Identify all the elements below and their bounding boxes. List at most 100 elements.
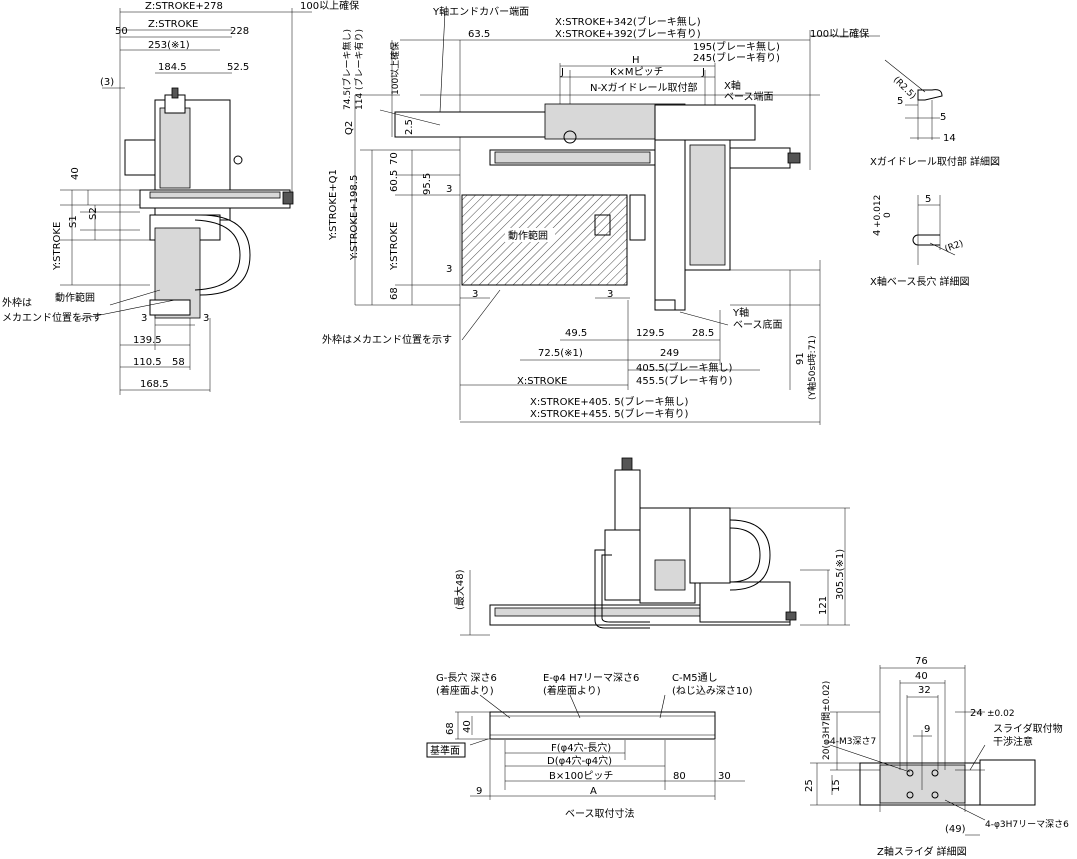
dim-28-5: 28.5 [692,328,714,339]
dim-z-stroke: Z:STROKE [148,19,198,30]
dim-x-stroke-342: X:STROKE+342(ブレーキ無し) [555,15,701,28]
dim-j-left: J [560,67,564,78]
dim-clearance-a: 100以上確保 [300,0,359,12]
caption-x-base-slot-detail: X軸ベース長穴 詳細図 [870,275,970,288]
dim-228: 228 [230,26,249,37]
dim-49-b: (49) [945,824,966,835]
dim-9-c: 9 [924,724,930,735]
dim-74-5: 74.5(ブレーキ無し) [341,29,353,110]
dim-184-5: 184.5 [158,62,187,73]
dim-70: 70 [389,152,400,165]
front-view: (最大48) 121 305.5(※1) [453,457,850,636]
dim-455-5: 455.5(ブレーキ有り) [636,374,733,387]
note-slider-1: スライダ取付物 [993,722,1063,735]
dim-168-5: 168.5 [140,379,169,390]
note-slider-2: 干渉注意 [993,735,1033,748]
dim-110-5: 110.5 [133,357,162,368]
dim-phi3h7: 20(φ3H7間±0.02) [821,681,832,760]
center-top-view [354,11,880,425]
dim-y-stroke-left: Y:STROKE [52,222,63,271]
dim-14: 14 [943,133,956,144]
dim-3-f: 3 [607,289,613,300]
note-m3: 4-M3深さ7 [830,736,876,747]
x-base-slot-detail: +0.012 0 4 5 (R2) X軸ベース長穴 詳細図 [870,194,970,288]
note-c-m5-1: C-M5通し [672,672,718,684]
dim-max48: (最大48) [453,569,466,610]
dim-2-5: 2.5 [404,119,415,135]
dim-clearance-c: 100以上確保 [389,42,401,95]
dim-r2: (R2) [944,239,965,255]
dim-q2: Q2 [344,121,355,135]
dim-40-b: 40 [462,720,473,733]
dim-a: A [590,786,597,797]
note-n-guide: N-Xガイドレール取付部 [590,81,697,94]
dim-h: H [632,55,640,66]
dim-clearance-b: 100以上確保 [810,27,869,40]
dim-58: 58 [172,357,185,368]
dim-3-a: 3 [141,313,147,324]
dim-3-e: 3 [472,289,478,300]
tol-plus: +0.012 [873,195,883,228]
caption-base-mount: ベース取付寸法 [565,807,635,820]
note-motion-range-center: 動作範囲 [508,229,548,242]
note-reference-face: 基準面 [430,744,460,757]
note-base-bottom: ベース底面 [733,318,783,331]
dim-kxm: K×Mピッチ [610,66,664,78]
note-e-hole-1: E-φ4 H7リーマ深さ6 [543,672,639,684]
dim-60-5: 60.5 [389,170,400,192]
dim-3-b: 3 [203,313,209,324]
dim-63-5: 63.5 [468,29,490,40]
dim-121: 121 [818,596,829,615]
dim-40-left: 40 [70,167,81,180]
reference-face-box [426,742,466,758]
note-base-end: ベース端面 [724,90,774,103]
dim-9-b: 9 [476,786,482,797]
note-y-axis: Y軸 [732,306,749,319]
caption-x-guide-detail: Xガイドレール取付部 詳細図 [870,155,1000,168]
note-motion-range-left: 動作範囲 [55,291,95,304]
dim-30: 30 [718,771,731,782]
dim-195: 195(ブレーキ無し) [693,40,780,53]
dim-x-stroke-392: X:STROKE+392(ブレーキ有り) [555,27,701,40]
tol-002: ±0.02 [987,709,1015,719]
dim-40-c: 40 [915,671,928,682]
dim-49-5: 49.5 [565,328,587,339]
dim-r2-5: (R2.5) [891,75,918,102]
dim-j-right: J [701,67,705,78]
dim-f: F(φ4穴-長穴) [551,741,611,754]
center-top-labels: Y軸エンドカバー端面 X:STROKE+342(ブレーキ無し) X:STROKE… [322,5,869,420]
note-phi3-ream: 4-φ3H7リーマ深さ6 [985,819,1069,830]
dim-b-pitch: B×100ピッチ [549,770,613,782]
dim-50: 50 [115,26,128,37]
dim-245: 245(ブレーキ有り) [693,51,780,64]
dim-68: 68 [389,287,400,300]
dim-y-stroke-q1: Y:STROKE+Q1 [328,169,339,241]
dim-5-c: 5 [925,194,931,205]
dim-95-5: 95.5 [422,173,433,195]
left-view-labels: Z:STROKE+278 100以上確保 Z:STROKE 50 228 253… [2,0,359,390]
note-x-axis: X軸 [724,79,741,92]
dim-76: 76 [915,656,928,667]
dim-x-stroke-455: X:STROKE+455. 5(ブレーキ有り) [530,407,688,420]
note-y50st: (Y軸50st時:71) [806,335,818,400]
dim-72-5: 72.5(※1) [538,348,583,359]
dim-15: 15 [831,779,842,792]
note-e-hole-2: (着座面より) [543,684,601,697]
note-g-slot-1: G-長穴 深さ6 [436,671,497,684]
dim-5-a: 5 [897,96,903,107]
note-outer-frame-left-2: メカエンド位置を示す [2,311,102,324]
dim-d: D(φ4穴-φ4穴) [547,754,612,767]
tol-zero: 0 [883,212,893,218]
z-slider-detail: 76 40 32 9 24 ±0.02 20(φ3H7間±0.02) 4-M3深… [804,656,1069,858]
dim-25: 25 [804,779,815,792]
dim-405-5: 405.5(ブレーキ無し) [636,361,733,374]
dim-139-5: 139.5 [133,335,162,346]
dim-52-5: 52.5 [227,62,249,73]
dim-s2: S2 [88,207,99,220]
dim-68-b: 68 [445,722,456,735]
dim-249: 249 [660,348,679,359]
dim-114: 114 (ブレーキ有り) [353,29,365,110]
dim-3-c: 3 [446,184,452,195]
dim-s1: S1 [68,215,79,228]
dim-253: 253(※1) [148,40,190,51]
